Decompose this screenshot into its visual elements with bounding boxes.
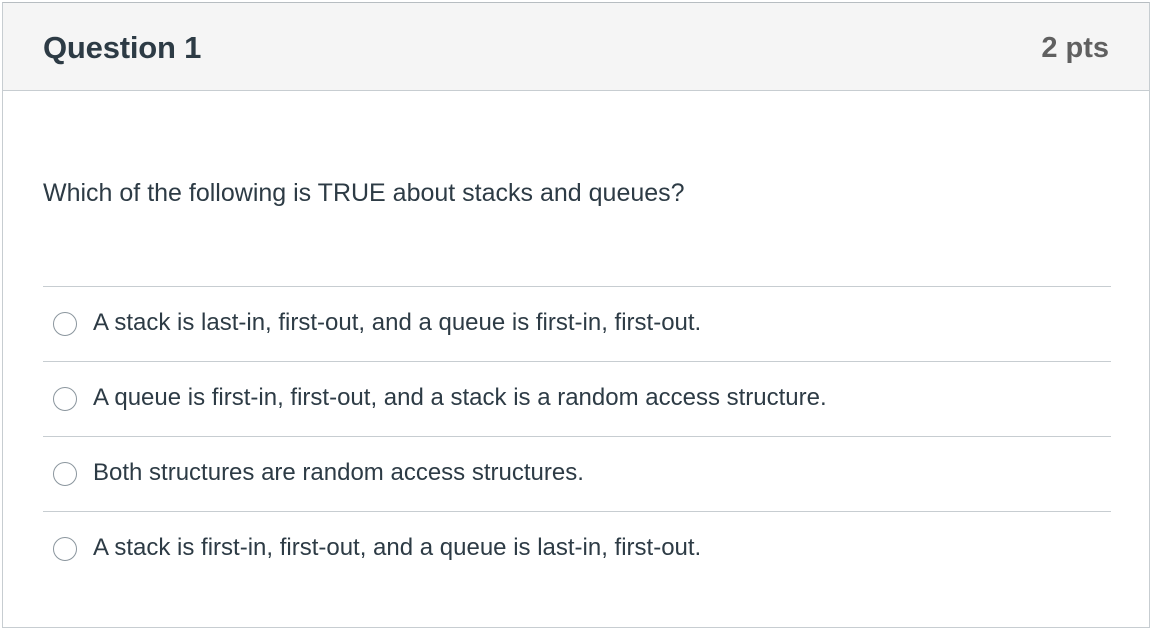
answer-option-3[interactable]: Both structures are random access struct…	[43, 436, 1111, 511]
radio-button[interactable]	[53, 537, 77, 561]
answer-label[interactable]: A queue is first-in, first-out, and a st…	[93, 384, 827, 411]
answer-label[interactable]: A stack is last-in, first-out, and a que…	[93, 309, 702, 336]
radio-button[interactable]	[53, 312, 77, 336]
radio-button[interactable]	[53, 387, 77, 411]
answer-list: A stack is last-in, first-out, and a que…	[43, 286, 1111, 586]
radio-button[interactable]	[53, 462, 77, 486]
answer-label[interactable]: A stack is first-in, first-out, and a qu…	[93, 534, 702, 561]
question-text: Which of the following is TRUE about sta…	[43, 179, 685, 207]
question-points: 2 pts	[1041, 32, 1109, 64]
answer-option-2[interactable]: A queue is first-in, first-out, and a st…	[43, 361, 1111, 436]
question-header: Question 1 2 pts	[3, 3, 1149, 91]
answer-option-1[interactable]: A stack is last-in, first-out, and a que…	[43, 286, 1111, 361]
question-title: Question 1	[43, 30, 202, 65]
question-card: Question 1 2 pts Which of the following …	[2, 2, 1150, 628]
answer-option-4[interactable]: A stack is first-in, first-out, and a qu…	[43, 511, 1111, 586]
answer-label[interactable]: Both structures are random access struct…	[93, 459, 584, 486]
